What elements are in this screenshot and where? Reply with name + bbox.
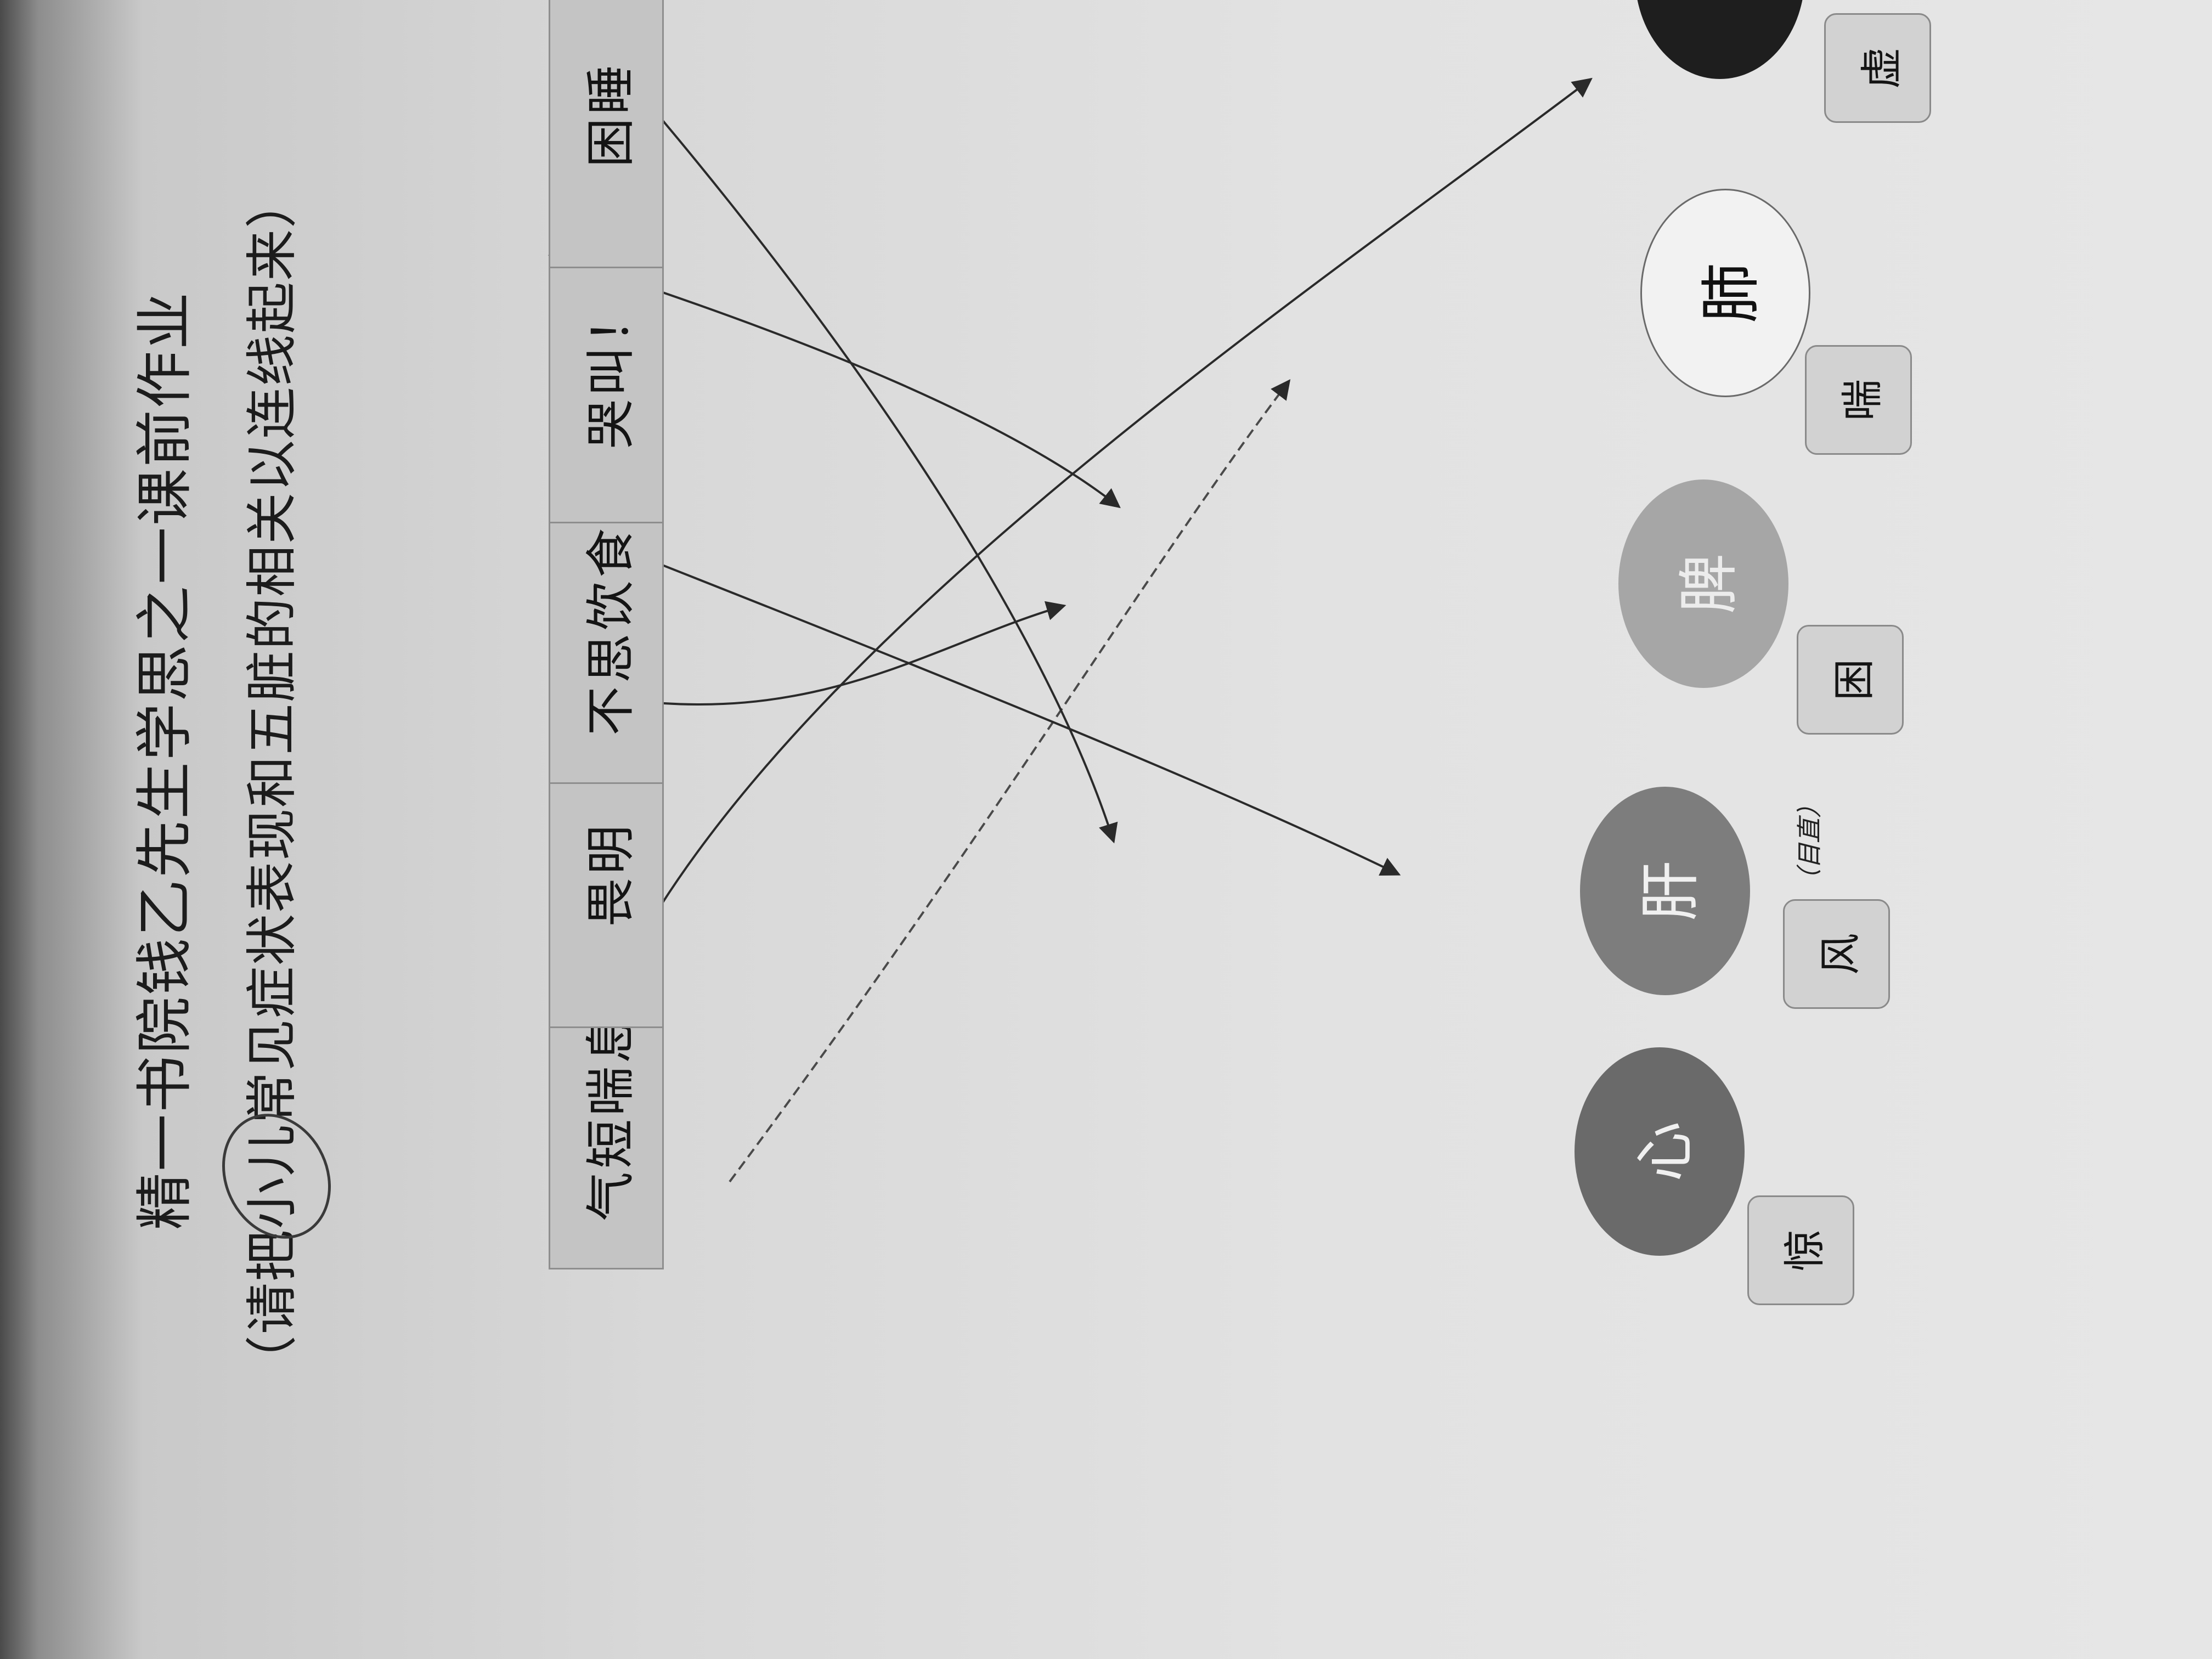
organ-lung: 肺 [1640, 189, 1810, 397]
line-crying-to-liver [570, 528, 1401, 876]
line-no-appetite-to-spleen [619, 601, 1066, 706]
symptom-box-kun-shui: 困睡 [549, 0, 664, 268]
trait-tag-chuan: 喘 [1805, 345, 1912, 455]
organ-spleen: 脾 [1618, 479, 1788, 688]
handwritten-circle [222, 1114, 331, 1239]
trait-tag-jing: 惊 [1747, 1195, 1854, 1305]
line-shortness-of-breath-to-lung [729, 379, 1291, 1183]
handwritten-note: （目直） [1795, 793, 1824, 894]
line-photophobia-to-kidney [635, 77, 1593, 946]
organ-heart: 心 [1575, 1047, 1745, 1256]
line-sleepy-to-spleen [548, 253, 1121, 509]
organ-liver: 肝 [1580, 787, 1750, 995]
trait-tag-feng: 风 [1783, 899, 1890, 1009]
trait-tag-xu: 虚 [1824, 13, 1931, 123]
trait-tag-kun: 困 [1797, 625, 1904, 735]
